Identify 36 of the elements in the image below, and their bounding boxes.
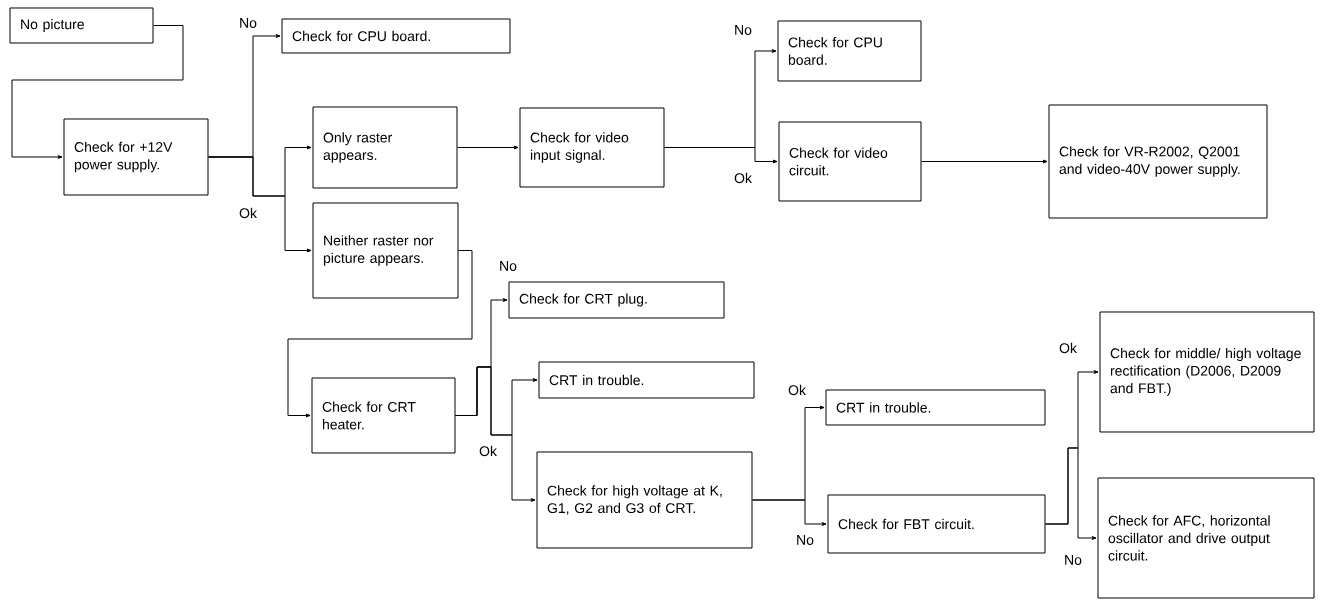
edge-label: No <box>238 17 258 29</box>
edge-label: No <box>1063 554 1083 566</box>
arrow <box>1045 447 1097 540</box>
process-box: Check for video input signal. <box>519 107 665 188</box>
process-box: Neither raster nor picture appears. <box>312 202 459 299</box>
arrow <box>455 366 536 502</box>
arrow <box>457 145 519 150</box>
process-box: Check for AFC, horizontal oscillator and drive output circuit. <box>1097 477 1315 599</box>
process-box: Check for VR-R2002, Q2001 and video-40V power supply. <box>1048 104 1268 219</box>
arrow <box>664 147 778 164</box>
edge-label: Ok <box>733 171 753 185</box>
edge-label: No <box>498 260 518 272</box>
process-box: CRT in trouble. <box>825 389 1046 426</box>
edge-label: No <box>795 534 815 546</box>
process-box: Check for +12V power supply. <box>63 118 209 196</box>
edge-label: Ok <box>787 383 807 397</box>
process-box: Check for CPU board. <box>281 18 511 54</box>
process-box: No picture <box>9 7 154 44</box>
arrow <box>287 250 473 418</box>
process-box: Check for CRT plug. <box>508 281 725 319</box>
process-box: Only raster appears. <box>312 106 458 189</box>
arrow <box>921 159 1048 164</box>
arrow <box>752 499 827 526</box>
edge-label: Ok <box>478 444 498 458</box>
process-box: Check for video circuit. <box>778 121 922 202</box>
arrow <box>208 156 312 253</box>
process-box: Check for high voltage at K, G1, G2 and G3 of CRT. <box>536 451 753 549</box>
edge-label: Ok <box>238 206 258 220</box>
process-box: Check for CRT heater. <box>311 377 456 454</box>
process-box: Check for middle/ high voltage rectification (D2006, D2009 and FBT.) <box>1099 311 1315 433</box>
edge-label: Ok <box>1058 341 1078 355</box>
process-box: Check for CPU board. <box>777 20 922 82</box>
process-box: Check for FBT circuit. <box>827 494 1046 554</box>
process-box: CRT in trouble. <box>538 361 755 399</box>
edge-label: No <box>733 24 753 36</box>
arrow <box>11 25 184 159</box>
